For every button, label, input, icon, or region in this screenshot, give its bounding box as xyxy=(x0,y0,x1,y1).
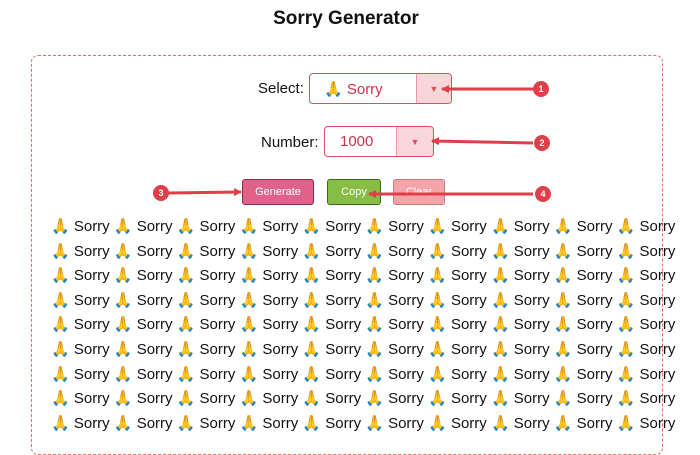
output-line: 🙏 Sorry 🙏 Sorry 🙏 Sorry 🙏 Sorry 🙏 Sorry … xyxy=(51,242,676,260)
output-line: 🙏 Sorry 🙏 Sorry 🙏 Sorry 🙏 Sorry 🙏 Sorry … xyxy=(51,390,676,408)
output-line: 🙏 Sorry 🙏 Sorry 🙏 Sorry 🙏 Sorry 🙏 Sorry … xyxy=(51,291,676,309)
select-label: Select: xyxy=(258,80,304,97)
number-select[interactable]: 1000 ▼ xyxy=(324,126,434,157)
page-title: Sorry Generator xyxy=(273,8,419,29)
marker-1: 1 xyxy=(533,81,549,97)
generate-button[interactable]: Generate xyxy=(242,179,314,205)
chevron-down-icon[interactable]: ▼ xyxy=(396,127,433,156)
marker-2: 2 xyxy=(534,135,550,151)
clear-button[interactable]: Clear xyxy=(393,179,445,205)
number-value: 1000 xyxy=(340,133,374,150)
select-value: 🙏 Sorry xyxy=(324,80,383,98)
marker-4: 4 xyxy=(535,186,551,202)
generated-output: 🙏 Sorry 🙏 Sorry 🙏 Sorry 🙏 Sorry 🙏 Sorry … xyxy=(51,215,676,436)
output-line: 🙏 Sorry 🙏 Sorry 🙏 Sorry 🙏 Sorry 🙏 Sorry … xyxy=(51,267,676,285)
output-line: 🙏 Sorry 🙏 Sorry 🙏 Sorry 🙏 Sorry 🙏 Sorry … xyxy=(51,316,676,334)
number-label: Number: xyxy=(261,134,319,151)
output-line: 🙏 Sorry 🙏 Sorry 🙏 Sorry 🙏 Sorry 🙏 Sorry … xyxy=(51,218,676,235)
copy-button[interactable]: Copy xyxy=(327,179,381,205)
sorry-type-select[interactable]: 🙏 Sorry ▼ xyxy=(309,73,452,104)
output-line: 🙏 Sorry 🙏 Sorry 🙏 Sorry 🙏 Sorry 🙏 Sorry … xyxy=(51,340,676,358)
chevron-down-icon[interactable]: ▼ xyxy=(416,74,451,103)
output-line: 🙏 Sorry 🙏 Sorry 🙏 Sorry 🙏 Sorry 🙏 Sorry … xyxy=(51,365,676,383)
output-line: 🙏 Sorry 🙏 Sorry 🙏 Sorry 🙏 Sorry 🙏 Sorry … xyxy=(51,414,676,432)
marker-3: 3 xyxy=(153,185,169,201)
